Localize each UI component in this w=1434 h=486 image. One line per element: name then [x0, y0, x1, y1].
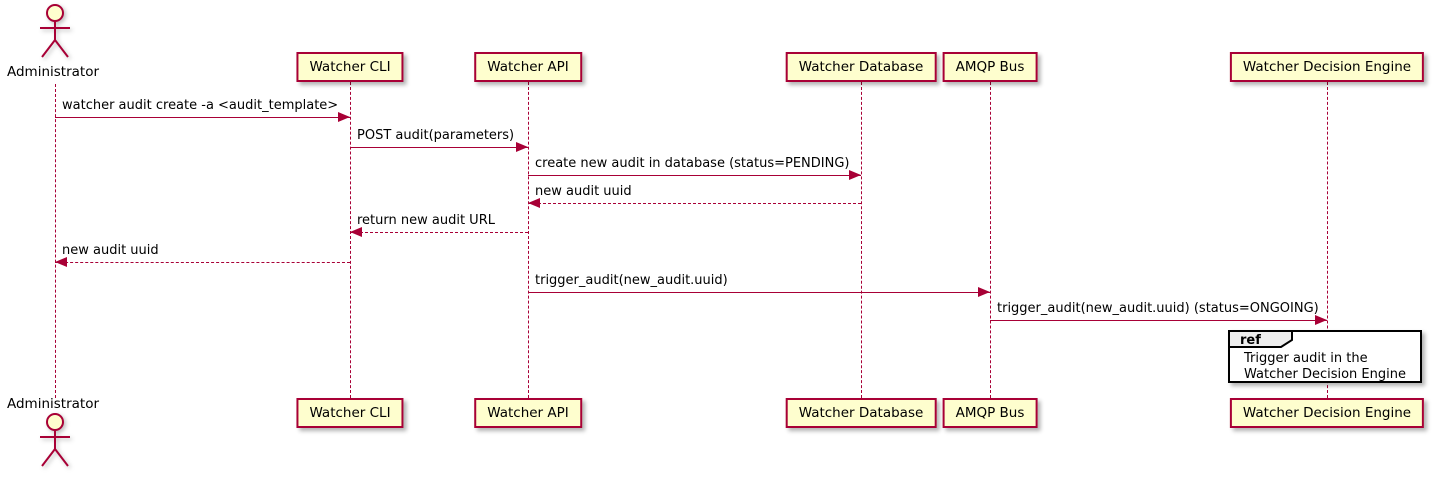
ref-tab-shape [1228, 330, 1293, 348]
participant-label: AMQP Bus [955, 405, 1025, 421]
message-line [990, 320, 1327, 321]
participant-label: Watcher API [487, 405, 569, 421]
participant-bottom-watcher-database: Watcher Database [785, 398, 937, 428]
arrowhead-icon [528, 198, 540, 208]
participant-bottom-amqp-bus: AMQP Bus [942, 398, 1038, 428]
participant-top-watcher-api: Watcher API [474, 52, 582, 82]
message-label: new audit uuid [535, 184, 632, 199]
participant-bottom-watcher-decision-engine: Watcher Decision Engine [1229, 398, 1425, 428]
participant-bottom-watcher-api: Watcher API [474, 398, 582, 428]
ref-text-line2: Watcher Decision Engine [1244, 367, 1406, 382]
arrowhead-icon [338, 112, 350, 122]
arrowhead-icon [849, 170, 861, 180]
message-label: new audit uuid [62, 243, 159, 258]
lifeline-watcher-cli [350, 82, 351, 398]
participant-top-watcher-database: Watcher Database [785, 52, 937, 82]
message-label: trigger_audit(new_audit.uuid) [535, 273, 728, 288]
message-line [55, 262, 350, 263]
message-line [55, 117, 350, 118]
participant-bottom-watcher-cli: Watcher CLI [296, 398, 404, 428]
participant-label: Watcher Decision Engine [1242, 59, 1412, 75]
participant-label: Watcher Decision Engine [1242, 405, 1412, 421]
participant-top-watcher-cli: Watcher CLI [296, 52, 404, 82]
actor-stick-figure-icon [40, 413, 70, 467]
arrowhead-icon [516, 142, 528, 152]
message-line [528, 203, 861, 204]
arrowhead-icon [55, 257, 67, 267]
participant-label: Watcher CLI [309, 405, 391, 421]
arrowhead-icon [350, 227, 362, 237]
message-label: trigger_audit(new_audit.uuid) (status=ON… [997, 301, 1319, 316]
message-label: watcher audit create -a <audit_template> [62, 98, 339, 113]
participant-label: Watcher Database [798, 59, 924, 75]
actor-stick-figure-icon [40, 4, 70, 58]
participant-label: Watcher Database [798, 405, 924, 421]
lifeline-watcher-api [528, 82, 529, 398]
actor-figure-bottom-administrator [36, 412, 74, 474]
message-line [350, 147, 528, 148]
participant-label: Watcher CLI [309, 59, 391, 75]
arrowhead-icon [1315, 315, 1327, 325]
ref-fragment: ref Trigger audit in the Watcher Decisio… [1228, 330, 1422, 383]
lifeline-watcher-decision-engine [1327, 82, 1328, 398]
lifeline-administrator [55, 84, 56, 398]
participant-top-watcher-decision-engine: Watcher Decision Engine [1229, 52, 1425, 82]
lifeline-amqp-bus [990, 82, 991, 398]
message-line [528, 292, 990, 293]
participant-label: AMQP Bus [955, 59, 1025, 75]
message-label: return new audit URL [357, 213, 495, 228]
actor-label-bottom-administrator: Administrator [6, 396, 100, 412]
arrowhead-icon [978, 287, 990, 297]
message-line [350, 232, 528, 233]
lifeline-watcher-database [861, 82, 862, 398]
message-line [528, 175, 861, 176]
participant-top-amqp-bus: AMQP Bus [942, 52, 1038, 82]
ref-keyword: ref [1240, 333, 1261, 348]
participant-label: Watcher API [487, 59, 569, 75]
ref-text-line1: Trigger audit in the [1244, 351, 1368, 366]
message-label: create new audit in database (status=PEN… [535, 156, 850, 171]
message-label: POST audit(parameters) [357, 128, 515, 143]
actor-label-top-administrator: Administrator [6, 64, 100, 80]
actor-figure-top-administrator [36, 3, 74, 65]
